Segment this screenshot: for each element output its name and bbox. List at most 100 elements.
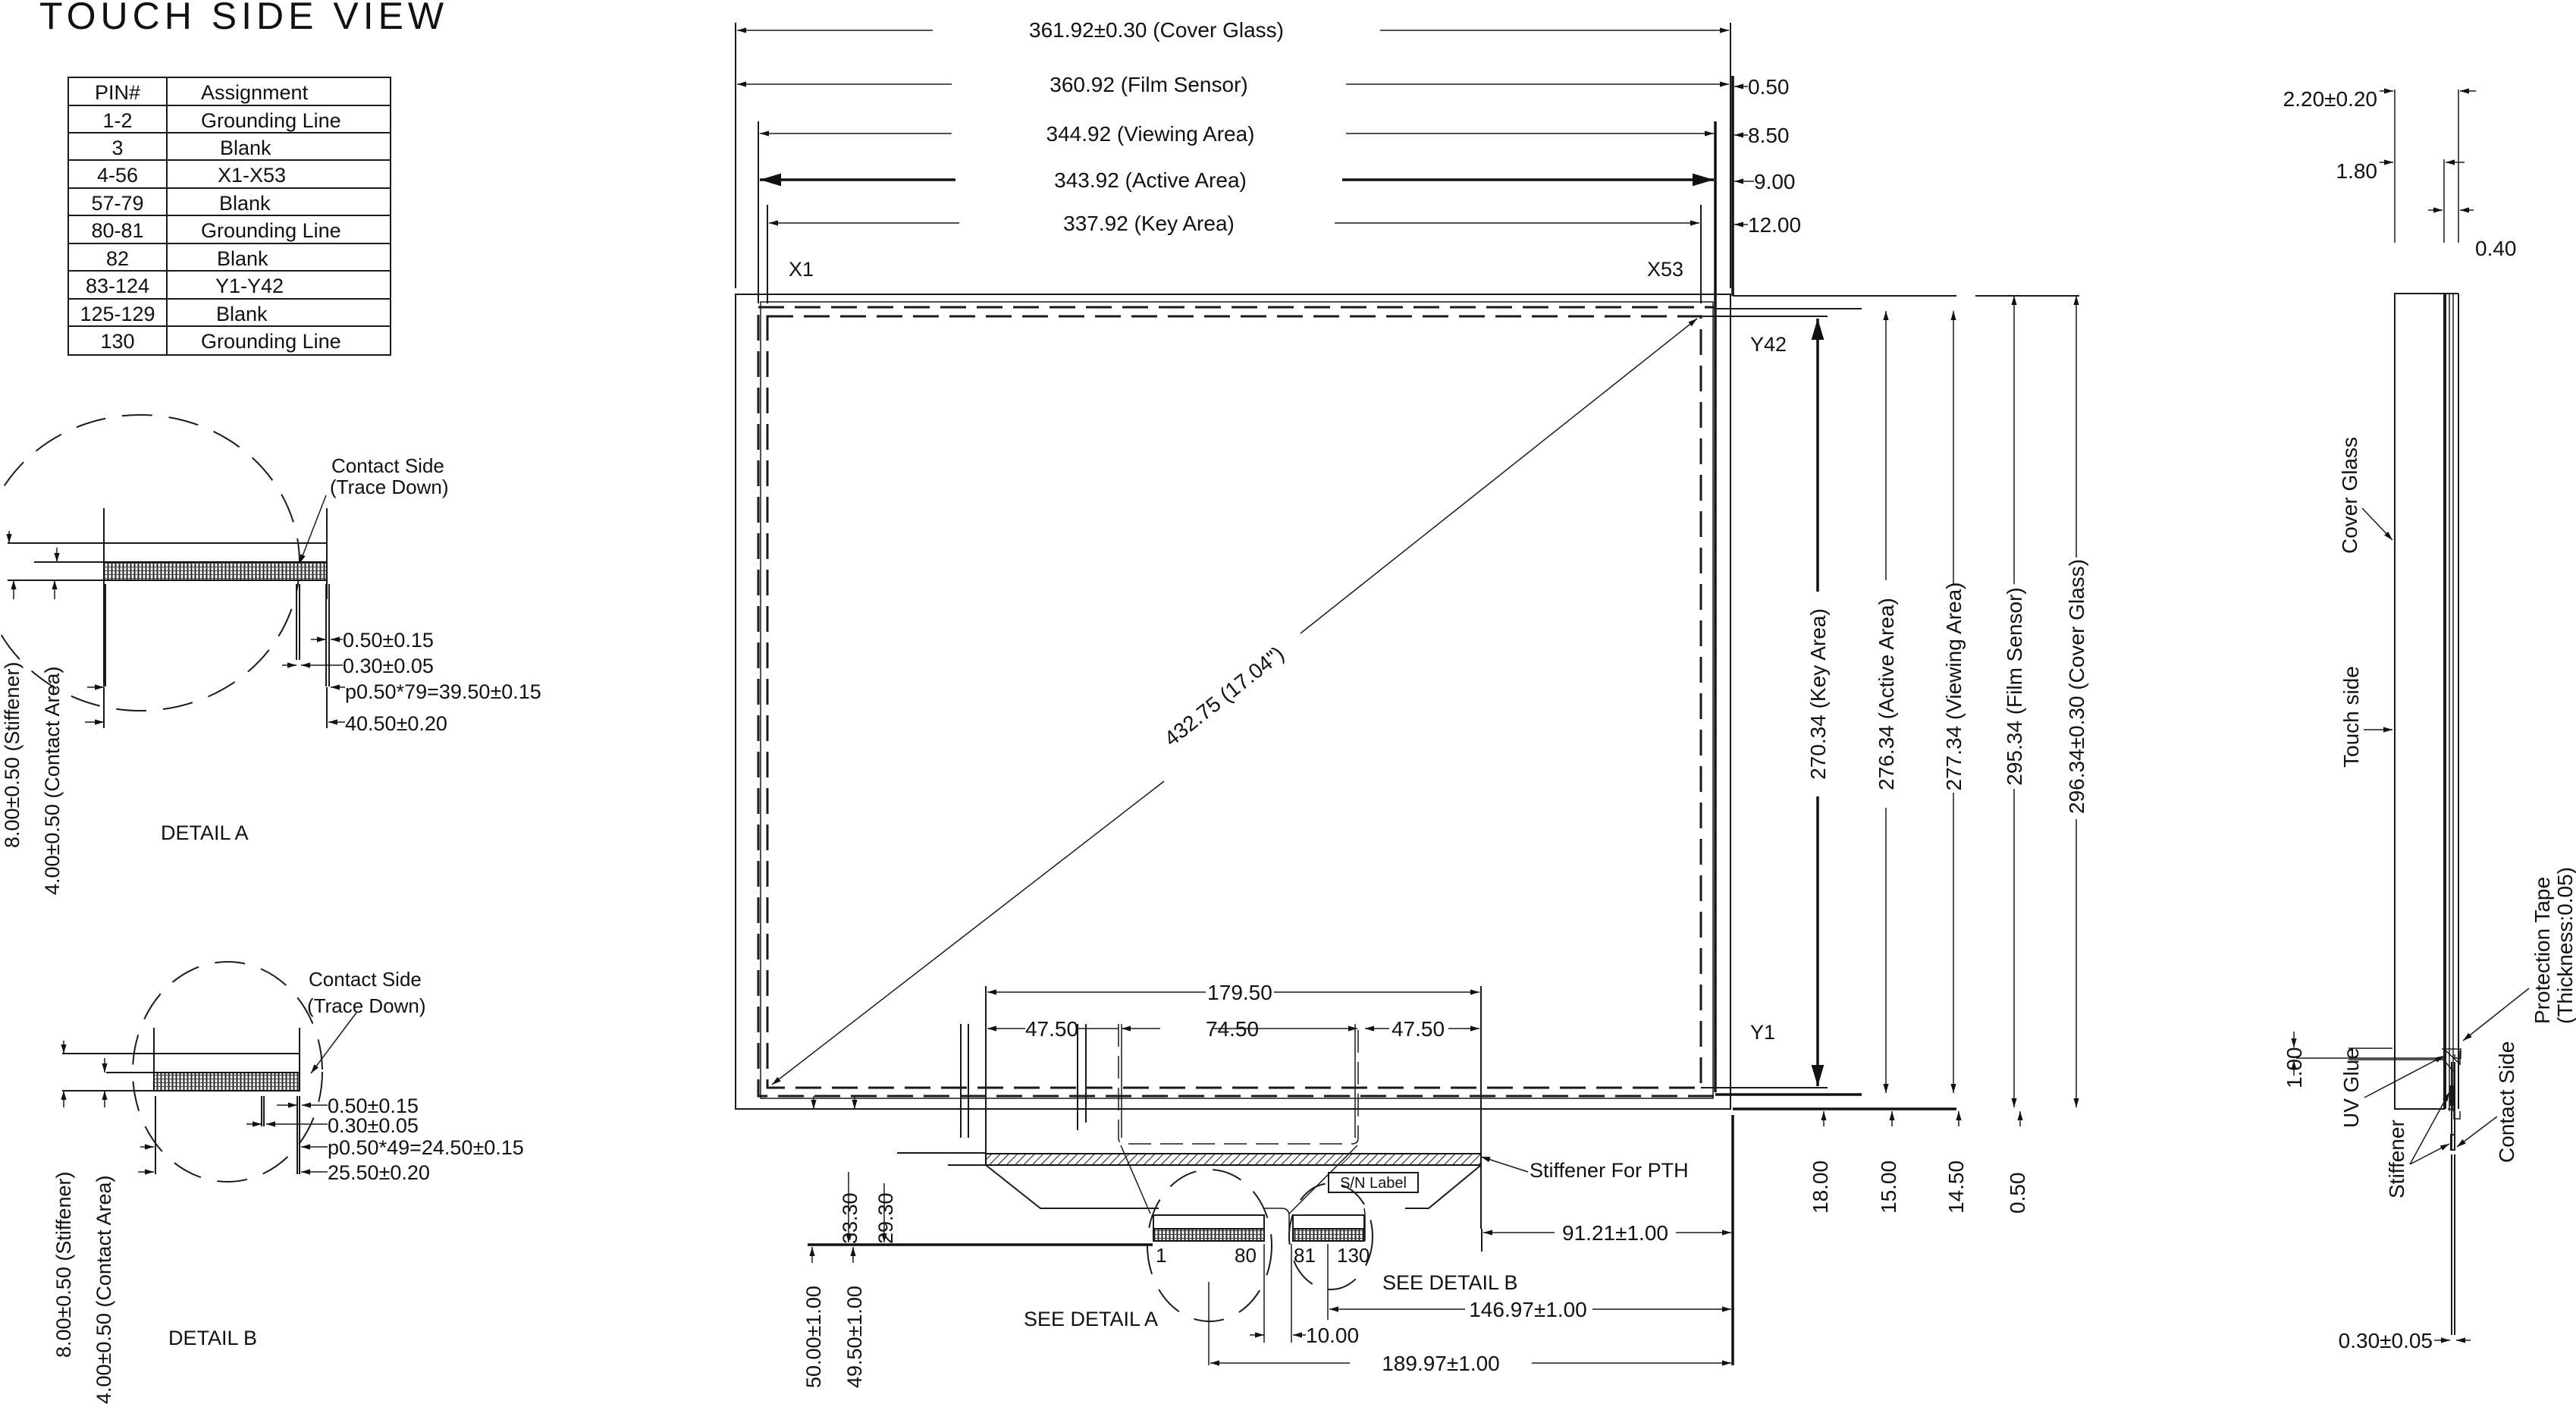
assignment-cell: Blank xyxy=(216,303,268,325)
channel-y1-label: Y1 xyxy=(1750,1021,1775,1044)
dim-cover-glass-height: 296.34±0.30 (Cover Glass) xyxy=(2065,559,2088,814)
detail-b-contact-area-dim: 4.00±0.50 (Contact Area) xyxy=(93,1176,115,1404)
offset-bottom-key: 18.00 xyxy=(1809,1161,1832,1214)
assignment-cell: Blank xyxy=(220,137,271,159)
offset-active-area: 9.00 xyxy=(1754,170,1796,193)
pin-cell: 80-81 xyxy=(91,219,143,242)
side-label-touch-side: Touch side xyxy=(2339,666,2363,768)
fpc-dim-29-30: 29.30 xyxy=(874,1192,897,1244)
assignment-cell: Blank xyxy=(217,247,268,270)
see-detail-a: SEE DETAIL A xyxy=(1024,1308,1158,1330)
side-label-uv-glue: UV Glue xyxy=(2339,1048,2363,1128)
side-view: 2.20±0.20 1.80 0.40 Cover Glass Touch si… xyxy=(2283,87,2576,1352)
detail-a-dim: 40.50±0.20 xyxy=(345,712,447,735)
channel-x53-label: X53 xyxy=(1647,258,1683,281)
offset-bottom-active: 15.00 xyxy=(1877,1161,1900,1214)
side-dim-total: 2.20±0.20 xyxy=(2283,87,2377,111)
side-label-stiffener: Stiffener xyxy=(2385,1120,2408,1198)
view-title: TOUCH SIDE VIEW xyxy=(39,0,448,37)
diagonal-dim: 432.75 (17.04") xyxy=(1159,642,1288,751)
pin-cell: 3 xyxy=(111,137,123,159)
pin-label-1: 1 xyxy=(1156,1244,1166,1267)
side-label-protection-tape-thickness: (Thickness:0.05) xyxy=(2553,867,2576,1024)
detail-b-dim: 0.50±0.15 xyxy=(328,1095,419,1117)
pin-label-130: 130 xyxy=(1337,1244,1370,1267)
pin-label-80: 80 xyxy=(1235,1244,1257,1267)
dim-film-sensor-height: 295.34 (Film Sensor) xyxy=(2003,587,2026,785)
pin-cell: 82 xyxy=(106,247,129,270)
side-dim-fpc-thickness: 0.30±0.05 xyxy=(2339,1329,2433,1352)
side-label-protection-tape: Protection Tape xyxy=(2531,877,2554,1024)
side-dim-sensor: 0.40 xyxy=(2475,237,2517,260)
offset-bottom-viewing: 14.50 xyxy=(1944,1161,1968,1214)
detail-a-dim: 0.30±0.05 xyxy=(343,655,434,677)
fpc-segment-left: 47.50 xyxy=(1025,1017,1078,1041)
assignment-cell: Grounding Line xyxy=(201,330,341,353)
offset-key-area: 12.00 xyxy=(1748,213,1801,237)
offset-bottom-film: 0.50 xyxy=(2006,1173,2029,1214)
detail-b-dim: 25.50±0.20 xyxy=(328,1161,430,1184)
fpc-dim-91-21: 91.21±1.00 xyxy=(1562,1221,1668,1245)
dim-key-area-width: 337.92 (Key Area) xyxy=(1063,212,1235,235)
channel-x1-label: X1 xyxy=(789,258,814,281)
side-dim-offset: 1.00 xyxy=(2283,1048,2306,1089)
dim-cover-glass-width: 361.92±0.30 (Cover Glass) xyxy=(1029,18,1284,42)
detail-b-callout-line1: Contact Side xyxy=(309,968,422,991)
fpc-dim-50-00: 50.00±1.00 xyxy=(802,1286,825,1388)
pin-table: PIN# Assignment 1-2 Grounding Line 3 Bla… xyxy=(67,77,391,356)
pin-cell: 4-56 xyxy=(97,164,138,187)
detail-a-dim: p0.50*79=39.50±0.15 xyxy=(345,680,541,703)
assignment-cell: Grounding Line xyxy=(201,219,341,242)
fpc-width-total: 179.50 xyxy=(1207,981,1272,1004)
fpc-gap-10-00: 10.00 xyxy=(1306,1324,1359,1347)
assignment-cell: X1-X53 xyxy=(218,164,286,187)
detail-a-dim: 0.50±0.15 xyxy=(343,629,434,652)
stiffener-for-pth-label: Stiffener For PTH xyxy=(1530,1159,1689,1182)
offset-viewing-area: 8.50 xyxy=(1748,124,1790,147)
side-label-contact-side: Contact Side xyxy=(2495,1041,2518,1163)
side-dim-glass: 1.80 xyxy=(2336,159,2378,183)
sn-label: S/N Label xyxy=(1340,1175,1407,1192)
fpc-dim-146-97: 146.97±1.00 xyxy=(1469,1298,1587,1321)
detail-a-label: DETAIL A xyxy=(161,821,249,844)
see-detail-b: SEE DETAIL B xyxy=(1382,1271,1518,1294)
fpc-dim-33-30: 33.30 xyxy=(839,1192,861,1244)
dim-key-area-height: 270.34 (Key Area) xyxy=(1806,608,1830,780)
detail-b-dim: p0.50*49=24.50±0.15 xyxy=(328,1136,524,1159)
detail-a: Contact Side (Trace Down) 0.50±0.15 0.30… xyxy=(0,414,541,896)
fpc-dim-49-50: 49.50±1.00 xyxy=(843,1286,866,1388)
fpc-segment-right: 47.50 xyxy=(1392,1017,1445,1041)
detail-a-stiffener-dim: 8.00±0.50 (Stiffener) xyxy=(1,662,24,848)
detail-a-callout-line2: (Trace Down) xyxy=(330,476,449,498)
detail-b-stiffener-dim: 8.00±0.50 (Stiffener) xyxy=(52,1172,75,1358)
detail-a-callout-line1: Contact Side xyxy=(331,454,444,477)
detail-b-callout-line2: (Trace Down) xyxy=(307,994,426,1017)
fpc-dim-189-97: 189.97±1.00 xyxy=(1382,1352,1500,1375)
detail-b-dim: 0.30±0.05 xyxy=(328,1114,419,1137)
channel-y42-label: Y42 xyxy=(1750,333,1787,356)
detail-b: Contact Side (Trace Down) 0.50±0.15 0.30… xyxy=(52,961,524,1404)
dim-active-area-width: 343.92 (Active Area) xyxy=(1054,168,1247,192)
pin-cell: 125-129 xyxy=(80,303,155,325)
offset-film-sensor: 0.50 xyxy=(1748,75,1790,99)
assignment-cell: Grounding Line xyxy=(201,109,341,132)
pin-cell: 83-124 xyxy=(86,275,149,297)
fpc-segment-middle: 74.50 xyxy=(1206,1017,1259,1041)
pin-cell: 57-79 xyxy=(91,192,143,215)
dim-active-area-height: 276.34 (Active Area) xyxy=(1875,598,1898,790)
dim-viewing-area-height: 277.34 (Viewing Area) xyxy=(1942,583,1966,791)
fpc-tail: 179.50 47.50 74.50 47.50 S/N Label Stiff… xyxy=(802,981,1731,1388)
assignment-cell: Blank xyxy=(219,192,271,215)
detail-a-contact-area-dim: 4.00±0.50 (Contact Area) xyxy=(41,667,64,896)
pin-table-header-pin: PIN# xyxy=(95,81,140,104)
pin-cell: 1-2 xyxy=(102,109,132,132)
pin-table-header-assignment: Assignment xyxy=(201,81,309,104)
pin-label-81: 81 xyxy=(1294,1244,1316,1267)
dim-film-sensor-width: 360.92 (Film Sensor) xyxy=(1050,73,1247,96)
pin-cell: 130 xyxy=(100,330,134,353)
dim-viewing-area-width: 344.92 (Viewing Area) xyxy=(1046,122,1255,146)
assignment-cell: Y1-Y42 xyxy=(215,275,284,297)
front-view: 361.92±0.30 (Cover Glass) 360.92 (Film S… xyxy=(735,18,2088,1365)
side-label-cover-glass: Cover Glass xyxy=(2338,437,2361,554)
